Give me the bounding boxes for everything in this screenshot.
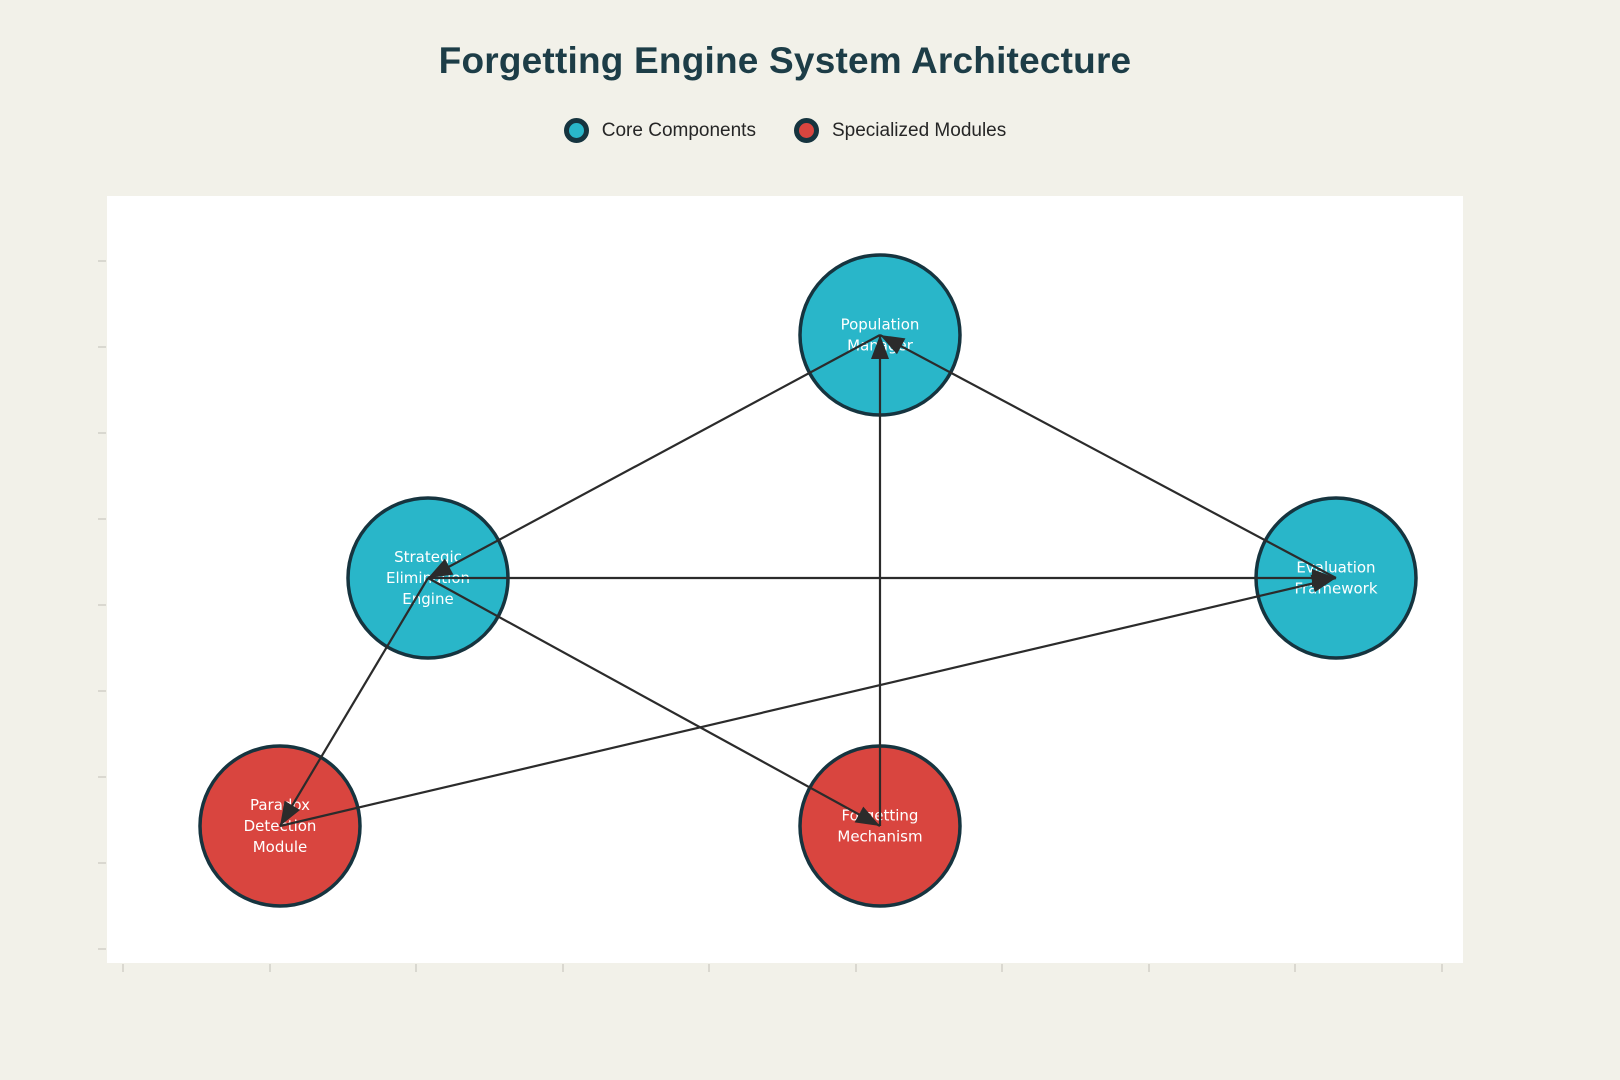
edge-strategic-elimination-engine-to-forgetting-mechanism bbox=[427, 577, 881, 827]
edge-evaluation-framework-to-population-manager bbox=[879, 334, 1337, 579]
legend-label-specialized-modules: Specialized Modules bbox=[831, 119, 1007, 141]
specialized-modules-swatch-icon bbox=[793, 118, 819, 143]
edge-paradox-detection-module-to-evaluation-framework bbox=[279, 574, 1337, 828]
legend-item-specialized-modules: Specialized Modules bbox=[793, 118, 1007, 143]
axis-ticks bbox=[98, 260, 1443, 972]
edge-population-manager-to-strategic-elimination-engine bbox=[427, 334, 881, 579]
graph-nodes bbox=[198, 253, 1418, 908]
core-components-swatch-icon bbox=[563, 118, 589, 143]
edge-strategic-elimination-engine-to-paradox-detection-module bbox=[279, 577, 429, 827]
page-title: Forgetting Engine System Architecture bbox=[438, 40, 1132, 81]
graph-edges bbox=[279, 334, 1337, 828]
header: Forgetting Engine System Architecture bbox=[107, 40, 1463, 82]
legend-item-core-components: Core Components bbox=[563, 118, 756, 143]
legend-label-core-components: Core Components bbox=[601, 119, 756, 141]
legend: Core Components Specialized Modules bbox=[107, 118, 1463, 143]
